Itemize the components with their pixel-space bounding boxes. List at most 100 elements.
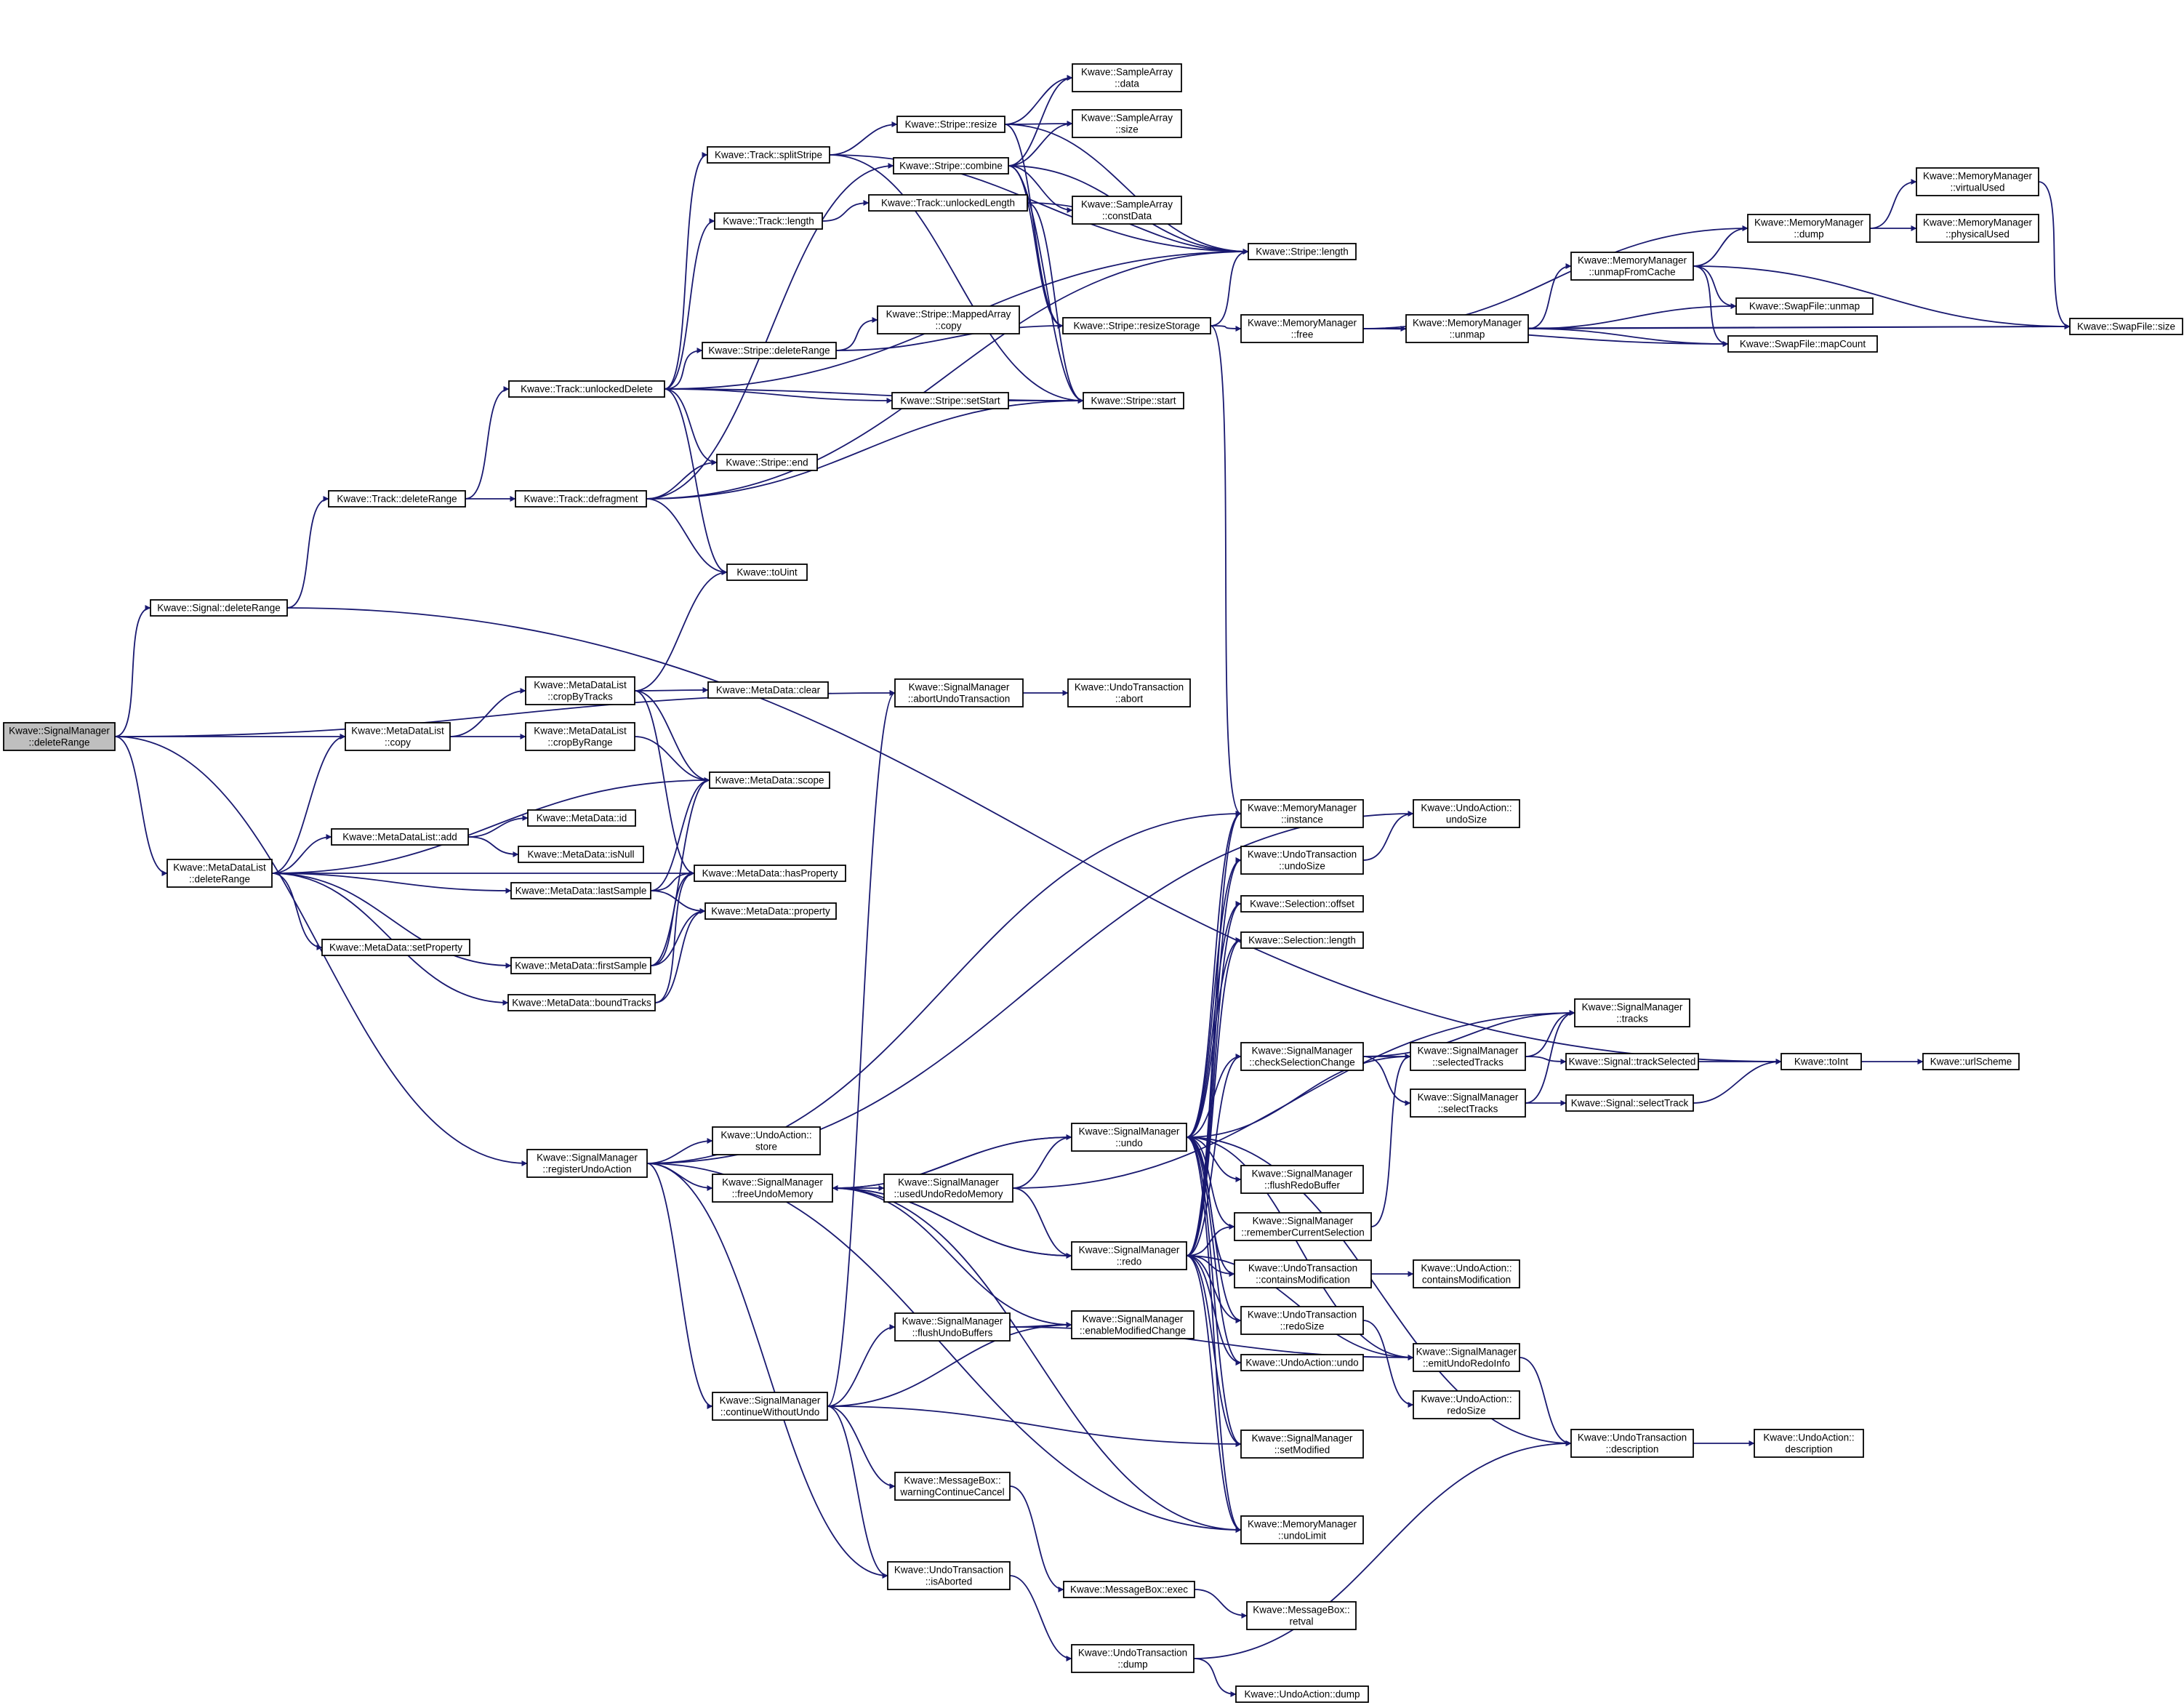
- node-sm-flush-redo-buffer[interactable]: Kwave::SignalManager::flushRedoBuffer: [1240, 1165, 1364, 1194]
- node-label: ::unmap: [1450, 329, 1485, 340]
- node-md-scope[interactable]: Kwave::MetaData::scope: [709, 771, 830, 789]
- node-to-int[interactable]: Kwave::toInt: [1780, 1053, 1862, 1070]
- node-ut-is-aborted[interactable]: Kwave::UndoTransaction::isAborted: [887, 1561, 1011, 1590]
- node-sa-const-data[interactable]: Kwave::SampleArray::constData: [1072, 196, 1182, 225]
- node-str-combine[interactable]: Kwave::Stripe::combine: [893, 157, 1009, 175]
- node-trk-delete-range[interactable]: Kwave::Track::deleteRange: [328, 490, 466, 508]
- node-str-mapped-array-copy[interactable]: Kwave::Stripe::MappedArray::copy: [877, 305, 1020, 334]
- node-sel-length[interactable]: Kwave::Selection::length: [1240, 931, 1364, 949]
- node-sm-enable-modified-change[interactable]: Kwave::SignalManager::enableModifiedChan…: [1071, 1310, 1195, 1339]
- node-label: ::selectedTracks: [1432, 1057, 1503, 1068]
- node-md-has-property[interactable]: Kwave::MetaData::hasProperty: [694, 865, 846, 882]
- node-ut-undo-size[interactable]: Kwave::UndoTransaction::undoSize: [1240, 846, 1364, 875]
- edge-sm-redo-to-sm-free-undo-memory: [832, 1185, 1072, 1256]
- node-box: [1240, 931, 1364, 949]
- node-mdl-copy[interactable]: Kwave::MetaDataList::copy: [345, 722, 451, 751]
- node-trk-unlocked-length[interactable]: Kwave::Track::unlockedLength: [868, 194, 1028, 212]
- node-mm-physical-used[interactable]: Kwave::MemoryManager::physicalUsed: [1916, 214, 2039, 243]
- node-md-last-sample[interactable]: Kwave::MetaData::lastSample: [510, 882, 651, 899]
- node-sig-select-track[interactable]: Kwave::Signal::selectTrack: [1565, 1094, 1694, 1112]
- node-trk-split-stripe[interactable]: Kwave::Track::splitStripe: [707, 146, 830, 164]
- node-mm-unmap-from-cache[interactable]: Kwave::MemoryManager::unmapFromCache: [1570, 252, 1694, 281]
- node-sig-track-selected[interactable]: Kwave::Signal::trackSelected: [1565, 1053, 1699, 1070]
- node-sm-check-selection-change[interactable]: Kwave::SignalManager::checkSelectionChan…: [1240, 1042, 1364, 1071]
- node-md-is-null[interactable]: Kwave::MetaData::isNull: [518, 846, 644, 863]
- node-ua-dump[interactable]: Kwave::UndoAction::dump: [1235, 1685, 1369, 1703]
- node-sm-emit-undo-redo-info[interactable]: Kwave::SignalManager::emitUndoRedoInfo: [1413, 1343, 1520, 1372]
- node-str-delete-range[interactable]: Kwave::Stripe::deleteRange: [702, 342, 837, 359]
- node-sm-register-undo-action[interactable]: Kwave::SignalManager::registerUndoAction: [526, 1149, 648, 1178]
- node-md-bound-tracks[interactable]: Kwave::MetaData::boundTracks: [507, 994, 656, 1011]
- node-md-id[interactable]: Kwave::MetaData::id: [527, 809, 636, 827]
- node-sm-abort-undo-transaction[interactable]: Kwave::SignalManager::abortUndoTransacti…: [894, 678, 1024, 707]
- node-mm-virtual-used[interactable]: Kwave::MemoryManager::virtualUsed: [1916, 167, 2039, 196]
- node-to-uint[interactable]: Kwave::toUint: [726, 564, 808, 581]
- node-ua-undo[interactable]: Kwave::UndoAction::undo: [1240, 1354, 1364, 1371]
- node-ua-redo-size[interactable]: Kwave::UndoAction::redoSize: [1413, 1390, 1520, 1419]
- node-label: Kwave::MetaData::setProperty: [329, 942, 462, 953]
- node-ut-contains-modification[interactable]: Kwave::UndoTransaction::containsModifica…: [1234, 1259, 1372, 1288]
- node-str-set-start[interactable]: Kwave::Stripe::setStart: [891, 392, 1009, 409]
- node-mm-dump[interactable]: Kwave::MemoryManager::dump: [1747, 214, 1871, 243]
- node-mb-warning-continue-cancel[interactable]: Kwave::MessageBox::warningContinueCancel: [894, 1472, 1011, 1501]
- node-md-first-sample[interactable]: Kwave::MetaData::firstSample: [510, 957, 651, 974]
- node-sf-map-count[interactable]: Kwave::SwapFile::mapCount: [1727, 335, 1878, 353]
- node-mm-unmap[interactable]: Kwave::MemoryManager::unmap: [1405, 314, 1529, 343]
- node-str-start[interactable]: Kwave::Stripe::start: [1083, 392, 1184, 409]
- node-trk-length[interactable]: Kwave::Track::length: [714, 212, 823, 230]
- node-sm-undo[interactable]: Kwave::SignalManager::undo: [1071, 1123, 1187, 1152]
- node-sig-delete-range[interactable]: Kwave::Signal::deleteRange: [150, 599, 288, 617]
- node-ut-abort[interactable]: Kwave::UndoTransaction::abort: [1067, 678, 1191, 707]
- node-sm-select-tracks[interactable]: Kwave::SignalManager::selectTracks: [1410, 1088, 1526, 1118]
- node-url-scheme[interactable]: Kwave::urlScheme: [1922, 1053, 2020, 1070]
- node-sm-selected-tracks[interactable]: Kwave::SignalManager::selectedTracks: [1410, 1042, 1526, 1071]
- node-mdl-crop-by-range[interactable]: Kwave::MetaDataList::cropByRange: [525, 722, 635, 751]
- node-ua-undo-size[interactable]: Kwave::UndoAction::undoSize: [1413, 799, 1520, 828]
- node-label: ::free: [1291, 329, 1314, 340]
- node-str-end[interactable]: Kwave::Stripe::end: [716, 454, 818, 471]
- node-mb-retval[interactable]: Kwave::MessageBox::retval: [1246, 1601, 1357, 1630]
- node-mdl-crop-by-tracks[interactable]: Kwave::MetaDataList::cropByTracks: [525, 676, 635, 705]
- node-label: Kwave::SignalManager: [1252, 1046, 1353, 1057]
- node-sf-size[interactable]: Kwave::SwapFile::size: [2069, 318, 2183, 335]
- node-md-clear[interactable]: Kwave::MetaData::clear: [707, 681, 829, 699]
- node-mdl-add[interactable]: Kwave::MetaDataList::add: [331, 828, 469, 846]
- node-sa-size[interactable]: Kwave::SampleArray::size: [1072, 109, 1182, 138]
- edge-str-combine-to-sa-data: [1008, 75, 1073, 167]
- node-str-length[interactable]: Kwave::Stripe::length: [1248, 243, 1357, 260]
- node-sm-continue-without-undo[interactable]: Kwave::SignalManager::continueWithoutUnd…: [712, 1392, 828, 1421]
- node-box: [1072, 63, 1182, 92]
- node-trk-unlocked-delete[interactable]: Kwave::Track::unlockedDelete: [508, 380, 665, 398]
- node-label: Kwave::Stripe::deleteRange: [708, 345, 830, 356]
- node-label: ::freeUndoMemory: [732, 1189, 814, 1200]
- node-mm-free[interactable]: Kwave::MemoryManager::free: [1240, 314, 1364, 343]
- node-ut-redo-size[interactable]: Kwave::UndoTransaction::redoSize: [1240, 1306, 1364, 1335]
- node-md-property[interactable]: Kwave::MetaData::property: [704, 902, 837, 920]
- node-md-set-property[interactable]: Kwave::MetaData::setProperty: [321, 939, 470, 956]
- node-sm-delete-range[interactable]: Kwave::SignalManager::deleteRange: [3, 722, 116, 751]
- node-sm-tracks[interactable]: Kwave::SignalManager::tracks: [1574, 998, 1690, 1027]
- node-ut-dump[interactable]: Kwave::UndoTransaction::dump: [1071, 1644, 1195, 1673]
- node-sel-offset[interactable]: Kwave::Selection::offset: [1240, 895, 1364, 913]
- node-mb-exec[interactable]: Kwave::MessageBox::exec: [1063, 1581, 1195, 1598]
- node-str-resize[interactable]: Kwave::Stripe::resize: [896, 116, 1005, 133]
- node-sm-redo[interactable]: Kwave::SignalManager::redo: [1071, 1241, 1187, 1270]
- node-sm-flush-undo-buffers[interactable]: Kwave::SignalManager::flushUndoBuffers: [894, 1312, 1011, 1342]
- node-sf-unmap[interactable]: Kwave::SwapFile::unmap: [1735, 297, 1874, 315]
- node-sa-data[interactable]: Kwave::SampleArray::data: [1072, 63, 1182, 92]
- node-str-resize-storage[interactable]: Kwave::Stripe::resizeStorage: [1062, 317, 1211, 334]
- node-sm-used-undo-redo-memory[interactable]: Kwave::SignalManager::usedUndoRedoMemory: [883, 1174, 1013, 1203]
- edge-mm-unmap-to-sf-size: [1527, 324, 2071, 330]
- node-ua-description[interactable]: Kwave::UndoAction::description: [1754, 1429, 1864, 1458]
- node-box: [707, 146, 830, 164]
- node-mdl-delete-range[interactable]: Kwave::MetaDataList::deleteRange: [166, 859, 273, 888]
- node-sm-free-undo-memory[interactable]: Kwave::SignalManager::freeUndoMemory: [712, 1174, 833, 1203]
- node-sm-set-modified[interactable]: Kwave::SignalManager::setModified: [1240, 1430, 1364, 1459]
- node-ua-store[interactable]: Kwave::UndoAction::store: [712, 1126, 821, 1155]
- node-sm-remember-current-selection[interactable]: Kwave::SignalManager::rememberCurrentSel…: [1234, 1212, 1372, 1241]
- node-mm-undo-limit[interactable]: Kwave::MemoryManager::undoLimit: [1240, 1515, 1364, 1544]
- node-ut-description[interactable]: Kwave::UndoTransaction::description: [1570, 1429, 1694, 1458]
- node-ua-contains-modification[interactable]: Kwave::UndoAction::containsModification: [1413, 1259, 1520, 1288]
- node-mm-instance[interactable]: Kwave::MemoryManager::instance: [1240, 799, 1364, 828]
- node-trk-defragment[interactable]: Kwave::Track::defragment: [515, 490, 647, 508]
